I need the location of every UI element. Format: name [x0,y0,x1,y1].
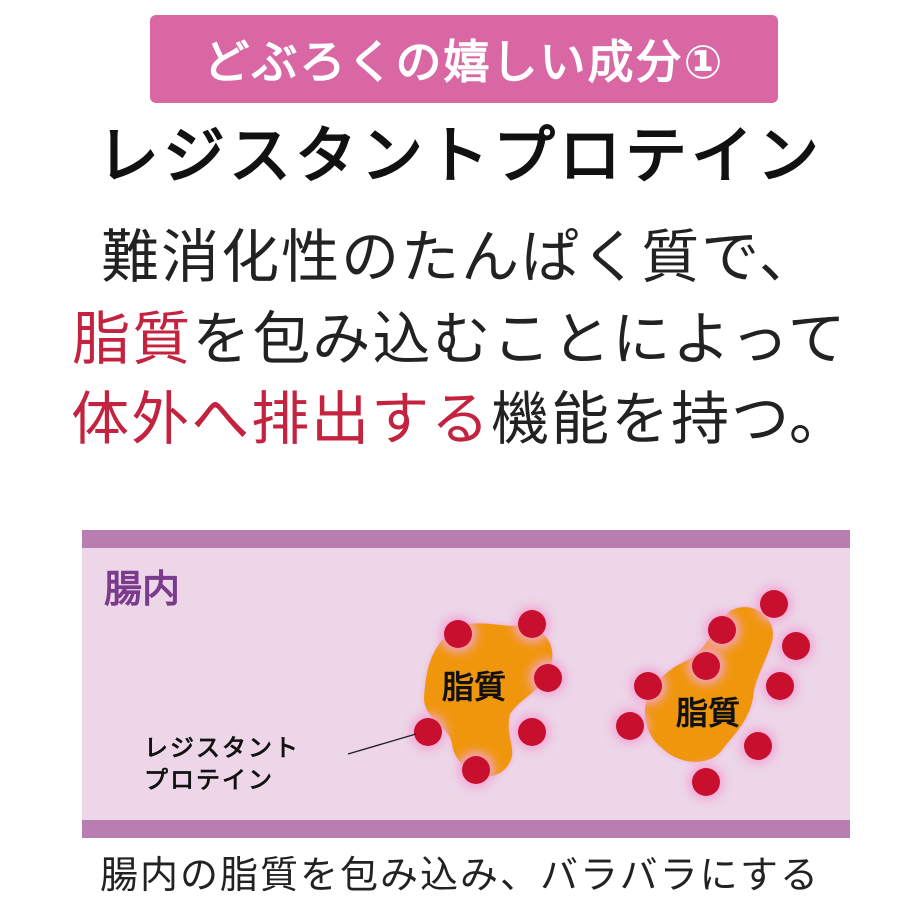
protein-dot [692,652,720,680]
protein-dot [462,756,490,784]
description-line-3: 体外へ排出する機能を持つ。 [0,384,920,454]
description-line-1: 難消化性のたんぱく質で、 [0,222,920,292]
intestine-diagram: 腸内 脂質 脂質 [82,530,850,838]
pointer-label-line-1: レジスタント [144,734,300,762]
description-text-1: 難消化性のたんぱく質で、 [101,223,819,291]
highlight-fat: 脂質 [72,305,193,373]
protein-dot [766,672,794,700]
protein-dot [634,672,662,700]
page-title: レジスタントプロテイン [96,119,823,192]
fat-label-1: 脂質 [442,668,506,706]
protein-dot [744,732,772,760]
protein-dot [708,616,736,644]
fat-cluster-2: 脂質 [644,607,773,762]
protein-dots-2 [612,586,814,800]
intestine-wall-top [82,530,850,548]
description-line-2: 脂質を包み込むことによって [0,304,920,374]
protein-dot [518,718,546,746]
intestine-label: 腸内 [104,566,180,611]
pointer-label-line-2: プロテイン [144,766,274,794]
protein-dot [616,712,644,740]
protein-dot [534,664,562,692]
section-badge: どぶろくの嬉しい成分① [150,15,778,103]
fat-blob-1 [424,623,553,777]
protein-dots-1 [410,606,566,788]
protein-dot [518,610,546,638]
description-text-3: 機能を持つ。 [491,385,849,453]
protein-dot [692,768,720,796]
intestine-wall-bottom [82,820,850,838]
protein-dot [444,620,472,648]
protein-dot [782,632,810,660]
fat-label-2: 脂質 [676,694,740,732]
protein-dot [760,590,788,618]
protein-dot [414,718,442,746]
diagram-caption: 腸内の脂質を包み込み、バラバラにする [99,853,820,897]
description-text-2: を包み込むことによって [192,305,848,373]
fat-blob-2 [644,607,773,762]
highlight-excrete: 体外へ排出する [71,385,492,453]
fat-cluster-1: 脂質 [424,623,553,777]
pointer-line [347,733,417,755]
section-badge-text: どぶろくの嬉しい成分① [203,35,725,89]
